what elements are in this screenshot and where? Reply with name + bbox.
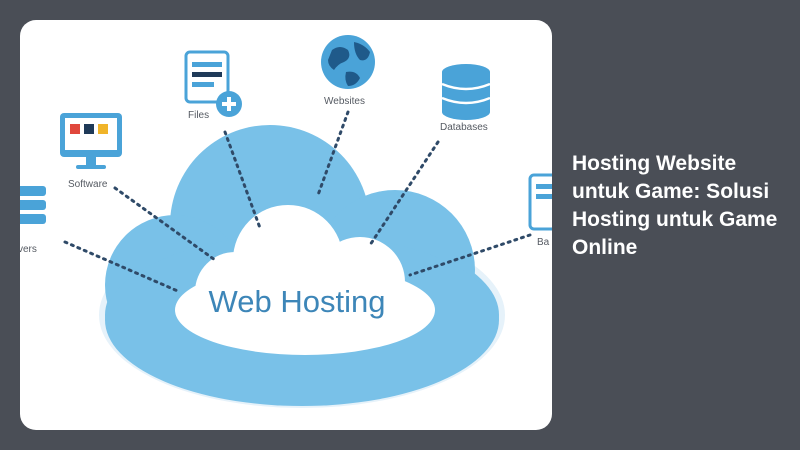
node-label-servers: vers — [20, 244, 37, 255]
connector-websites — [316, 110, 350, 197]
diagram-card: Web Hosting vers Software — [20, 20, 552, 430]
globe-icon — [321, 35, 375, 89]
connector-databases — [368, 140, 440, 247]
center-label: Web Hosting — [209, 284, 386, 319]
database-icon — [441, 64, 491, 120]
inner-cloud — [175, 205, 435, 355]
article-title: Hosting Website untuk Game: Solusi Hosti… — [572, 152, 778, 259]
connector-servers — [63, 240, 182, 294]
file-add-icon — [184, 50, 242, 117]
node-label-backup: Ba — [537, 237, 550, 248]
connector-backup — [408, 233, 532, 277]
connectors — [63, 110, 532, 294]
connector-software — [113, 186, 217, 262]
node-label-files: Files — [188, 110, 209, 121]
node-label-databases: Databases — [440, 122, 488, 133]
node-label-websites: Websites — [324, 96, 365, 107]
monitor-icon — [60, 113, 122, 169]
device-icon — [528, 173, 552, 231]
server-icon — [20, 186, 46, 224]
connector-files — [223, 130, 262, 230]
web-hosting-diagram: Web Hosting vers Software — [20, 35, 552, 408]
node-label-software: Software — [68, 179, 108, 190]
